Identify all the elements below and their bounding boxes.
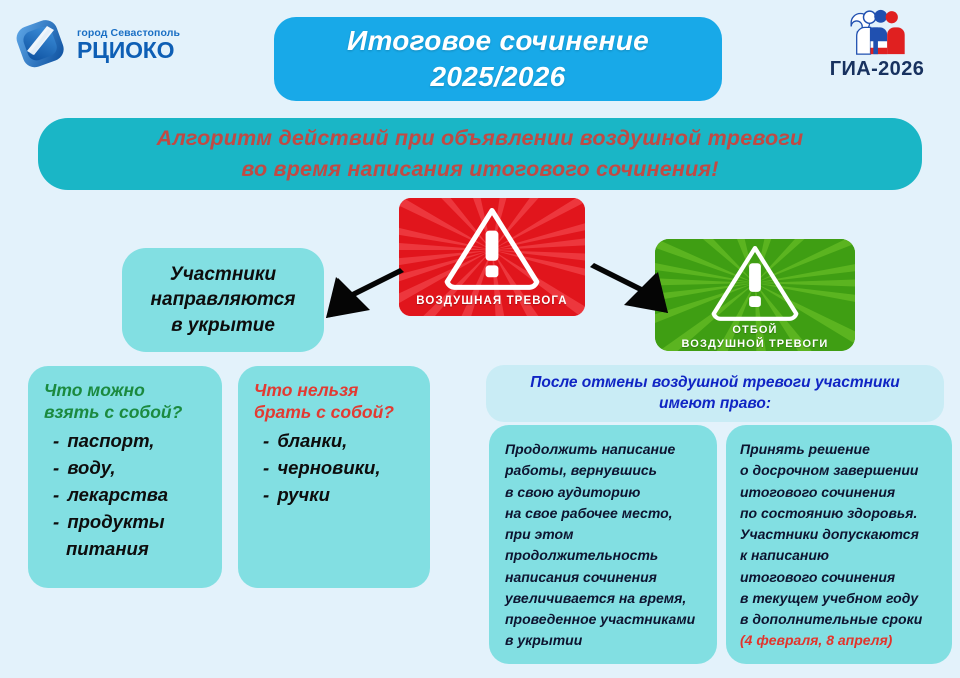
all-clear-panel: ОТБОЙ ВОЗДУШНОЙ ТРЕВОГИ [655,239,855,351]
all-clear-label: ОТБОЙ ВОЗДУШНОЙ ТРЕВОГИ [682,324,829,351]
option-text-line: итогового сочинения [740,483,896,500]
option-text-line: продолжительность [505,547,659,564]
option-text-line: на свое рабочее место, [505,504,673,521]
list-item: - продукты [44,509,210,536]
air-raid-alarm-panel: ВОЗДУШНАЯ ТРЕВОГА [399,198,585,316]
page-title-line-1: Итоговое сочинение [347,25,649,57]
gia-logo: ГИА-2026 [812,8,942,81]
option-text-line: к написанию [740,547,830,564]
option-text-line: в текущем учебном году [740,589,919,606]
list-dash: - [263,430,270,452]
rcioko-ribbon-icon [14,15,70,71]
rights-header-line-1: После отмены воздушной тревоги участники [530,374,900,392]
forbidden-items-heading: Что нельзя брать с собой? [254,380,418,423]
forbidden-heading-line-2: брать с собой? [254,401,394,422]
list-dash: - [263,457,270,479]
list-dash: - [53,484,60,505]
option-text-line: Принять решение [740,441,870,457]
allowed-heading-line-2: взять с собой? [44,401,183,422]
list-dash: - [263,484,270,505]
list-item-label: воду, [67,457,116,479]
list-item-label: паспорт, [67,430,155,452]
list-item-label: черновики, [277,457,381,479]
page-title: Итоговое сочинение 2025/2026 [274,17,722,101]
option-text-line: при этом [505,526,574,543]
list-dash: - [53,510,60,532]
forbidden-heading-line-1: Что нельзя [254,380,359,400]
all-clear-label-line-1: ОТБОЙ [732,324,778,337]
option-text-line: по состоянию здоровья. [740,504,918,521]
list-item-label: лекарства [67,484,169,505]
rcioko-name-label: РЦИОКО [77,37,175,64]
all-clear-label-line-2: ВОЗДУШНОЙ ТРЕВОГИ [681,337,829,350]
early-finish-option-box: Принять решение о досрочном завершении и… [726,425,952,664]
gia-three-figures-icon [850,9,905,55]
forbidden-items-list: - бланки, - черновики, - ручки [254,428,418,508]
rights-header-line-2: имеют право: [658,394,771,412]
allowed-heading-line-1: Что можно [44,380,145,400]
additional-dates-note: (4 февраля, 8 апреля) [740,632,893,649]
option-text-line: итогового сочинения [740,568,896,585]
subtitle-line-1: Алгоритм действий при объявлении воздушн… [156,126,804,151]
allowed-items-list: - паспорт, - воду, - лекарства - продукт… [44,428,210,562]
arrow-right-down-icon [590,263,668,313]
list-dash: - [53,430,60,452]
gia-caption: ГИА-2026 [829,58,925,80]
option-text-line: написания сочинения [505,568,657,585]
option-text-line: в укрытии [505,632,583,649]
option-text-line: увеличивается на время, [505,589,687,606]
option-text-line: в дополнительные сроки [740,611,923,628]
subtitle-banner: Алгоритм действий при объявлении воздушн… [38,118,922,190]
list-item-label: бланки, [277,430,348,452]
list-item: - лекарства [44,482,210,509]
participant-rights-header: После отмены воздушной тревоги участники… [486,365,944,422]
continue-writing-option-box: Продолжить написание работы, вернувшись … [489,425,717,664]
page-title-line-2: 2025/2026 [430,61,566,92]
forbidden-items-box: Что нельзя брать с собой? - бланки, - че… [238,366,430,588]
option-text-line: проведенное участниками [505,611,696,628]
rcioko-wordmark: город Севастополь РЦИОКО [77,23,180,62]
list-dash: - [53,457,60,479]
rcioko-city-label: город Севастополь [77,27,181,40]
list-item: - черновики, [254,455,418,482]
option-text-line: Участники допускаются [740,526,919,543]
shelter-line-3: в укрытие [171,314,275,336]
subtitle-line-2: во время написания итогового сочинения! [241,157,719,181]
option-text-line: в свою аудиторию [505,483,641,500]
list-item: - ручки [254,482,418,509]
list-item-label: продукты [67,510,165,532]
list-item: - паспорт, [44,428,210,455]
shelter-line-2: направляются [150,289,296,311]
option-text-line: Продолжить написание [505,441,676,457]
list-item-continuation: питания [44,536,210,563]
list-item: - воду, [44,455,210,482]
warning-triangle-exclamation-icon [444,207,540,290]
shelter-line-1: Участники [169,263,277,285]
allowed-items-heading: Что можно взять с собой? [44,380,210,423]
air-raid-alarm-label: ВОЗДУШНАЯ ТРЕВОГА [416,295,568,307]
shelter-instruction-box: Участники направляются в укрытие [122,248,324,352]
allowed-items-box: Что можно взять с собой? - паспорт, - во… [28,366,222,588]
warning-triangle-exclamation-icon [711,245,799,321]
arrow-left-down-icon [326,268,404,318]
rcioko-logo: город Севастополь РЦИОКО [14,12,194,74]
option-text-line: о досрочном завершении [740,462,919,479]
list-item: - бланки, [254,428,418,455]
option-text-line: работы, вернувшись [505,462,657,479]
list-item-label: ручки [277,484,330,505]
list-item-label: питания [66,537,149,559]
